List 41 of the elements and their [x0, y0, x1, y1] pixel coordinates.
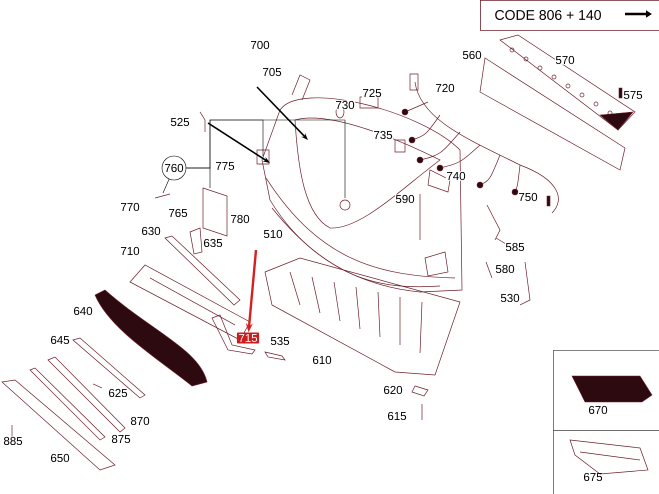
callout-number: 740	[446, 171, 466, 181]
callout-number: 650	[50, 453, 70, 463]
callout-number: 870	[130, 416, 150, 426]
callout-number: 610	[312, 355, 332, 365]
callout-number: 560	[462, 50, 482, 60]
callout-number: 615	[386, 411, 408, 421]
callout-box: 715	[236, 332, 260, 344]
callout-number: 640	[72, 306, 94, 316]
callout-number: 775	[214, 161, 236, 170]
callout-number: 735	[372, 130, 394, 140]
callout-number: 765	[168, 208, 188, 218]
callout-number: 750	[518, 192, 538, 202]
callout-number: 580	[494, 264, 516, 274]
code-box: CODE 806 + 140	[480, 0, 659, 31]
callout-number: 535	[270, 336, 290, 346]
callout-number: 645	[50, 335, 70, 345]
callout-number: 710	[120, 246, 140, 256]
callout-number: 635	[202, 238, 224, 248]
callout-number: 780	[230, 214, 250, 224]
leader-line	[186, 120, 346, 198]
callout-number: 630	[140, 226, 162, 236]
callout-number: 730	[334, 100, 356, 110]
callout-number: 530	[500, 293, 520, 303]
callout-number: 525	[170, 117, 190, 127]
callout-number: 875	[110, 434, 132, 444]
callout-number: 770	[120, 202, 140, 212]
callout-number: 625	[108, 388, 128, 398]
callout-number: 585	[504, 242, 526, 252]
callout-number: 575	[622, 90, 644, 100]
callout-number: 885	[2, 436, 24, 446]
callout-number: 570	[554, 55, 576, 65]
inset-panel: 675	[553, 430, 659, 494]
callout-number: 725	[362, 88, 382, 98]
inset-panel: 670	[553, 350, 659, 431]
callout-number: 510	[262, 229, 284, 239]
callout-number: 620	[382, 385, 404, 395]
callout-number: 590	[394, 194, 416, 204]
leader-line	[162, 178, 170, 194]
callout-number: 700	[250, 40, 270, 50]
callout-number: 705	[262, 67, 282, 77]
callout-number: 720	[434, 83, 456, 93]
